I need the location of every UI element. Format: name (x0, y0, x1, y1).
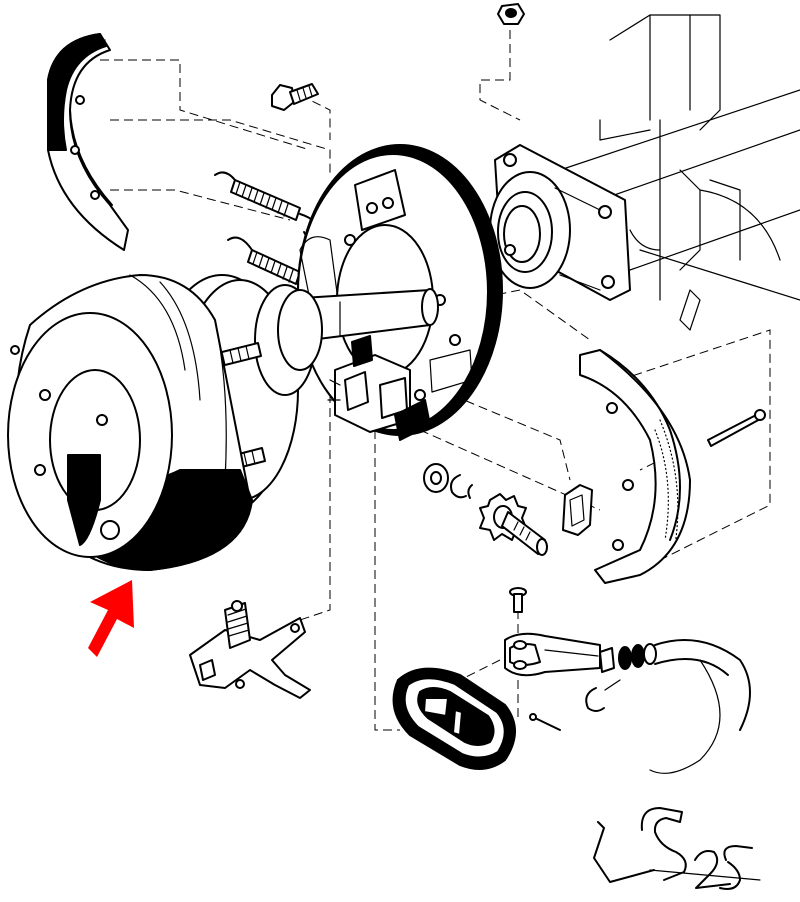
pointer-arrow (88, 580, 134, 657)
dust-boot (392, 667, 516, 770)
brake-cable (593, 639, 761, 890)
brake-shoe-upper (47, 33, 129, 251)
brake-shoe-lower (579, 349, 691, 584)
cable-clevis (504, 632, 601, 677)
hold-down-pin (707, 409, 766, 447)
shoe-retainer-clip (562, 484, 593, 536)
return-spring-upper (214, 171, 320, 241)
nut (497, 3, 525, 25)
bellcrank-lever (189, 600, 311, 699)
adjuster-screw (479, 493, 548, 556)
clevis-pin (509, 587, 527, 613)
wheel-cylinder (327, 335, 431, 441)
adjuster-washers (423, 463, 473, 499)
brake-drum (7, 274, 253, 571)
axle-housing (489, 14, 800, 331)
e-clip (585, 679, 621, 712)
mounting-bolt (271, 83, 319, 111)
cotter-pin (529, 713, 561, 731)
